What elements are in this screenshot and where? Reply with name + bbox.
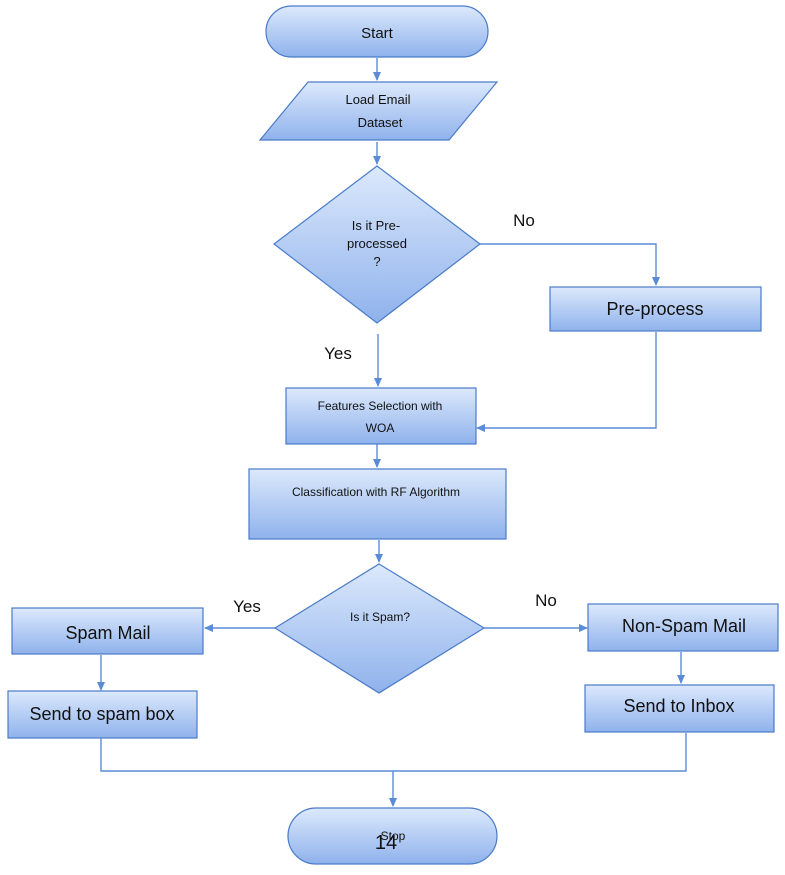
edge-label-spam-yes: Yes [233,597,261,616]
classification-label: Classification with RF Algorithm [292,485,460,499]
non-spam-mail-box [587,603,779,652]
preproc-question-line2: processed [347,236,407,251]
spam-mail-label: Spam Mail [65,623,150,643]
edge-preproc-no [480,243,660,286]
page-number: 14 [375,832,397,854]
preproc-question-line1: Is it Pre- [352,218,400,233]
start-label: Start [361,25,394,42]
spam-mail-box [11,607,204,655]
connectors [97,58,687,807]
edge-label-spam-no: No [535,591,557,610]
start-terminator [265,5,489,58]
spam-decision-diamond [273,563,486,694]
features-label-line1: Features Selection with [318,399,443,413]
preprocess-label: Pre-process [606,299,703,319]
preprocessed-decision-diamond [273,165,481,324]
shapes [7,5,779,865]
edge-labels: No Yes Yes No [233,211,557,616]
preprocess-box [549,286,762,332]
send-inbox-box [584,684,775,733]
preproc-question-line3: ? [373,254,380,269]
features-label-line2: WOA [366,421,395,435]
edge-label-preproc-no: No [513,211,535,230]
load-dataset-label-line2: Dataset [358,115,403,130]
stop-terminator [287,807,498,865]
non-spam-mail-label: Non-Spam Mail [622,616,746,636]
send-inbox-label: Send to Inbox [623,696,734,716]
stop-label: Stop [381,829,406,843]
load-dataset-io-shape [258,81,499,141]
spam-question-label: Is it Spam? [350,610,410,624]
edge-preprocess-to-features [476,332,657,432]
node-labels: Start Load Email Dataset Is it Pre- proc… [29,25,746,854]
classification-box [248,468,507,540]
send-spam-label: Send to spam box [29,704,174,724]
send-spam-box [7,690,198,739]
edge-label-preproc-yes: Yes [324,344,352,363]
edge-send-spam-merge [100,733,687,772]
load-dataset-label-line1: Load Email [345,92,410,107]
features-selection-box [285,387,477,445]
